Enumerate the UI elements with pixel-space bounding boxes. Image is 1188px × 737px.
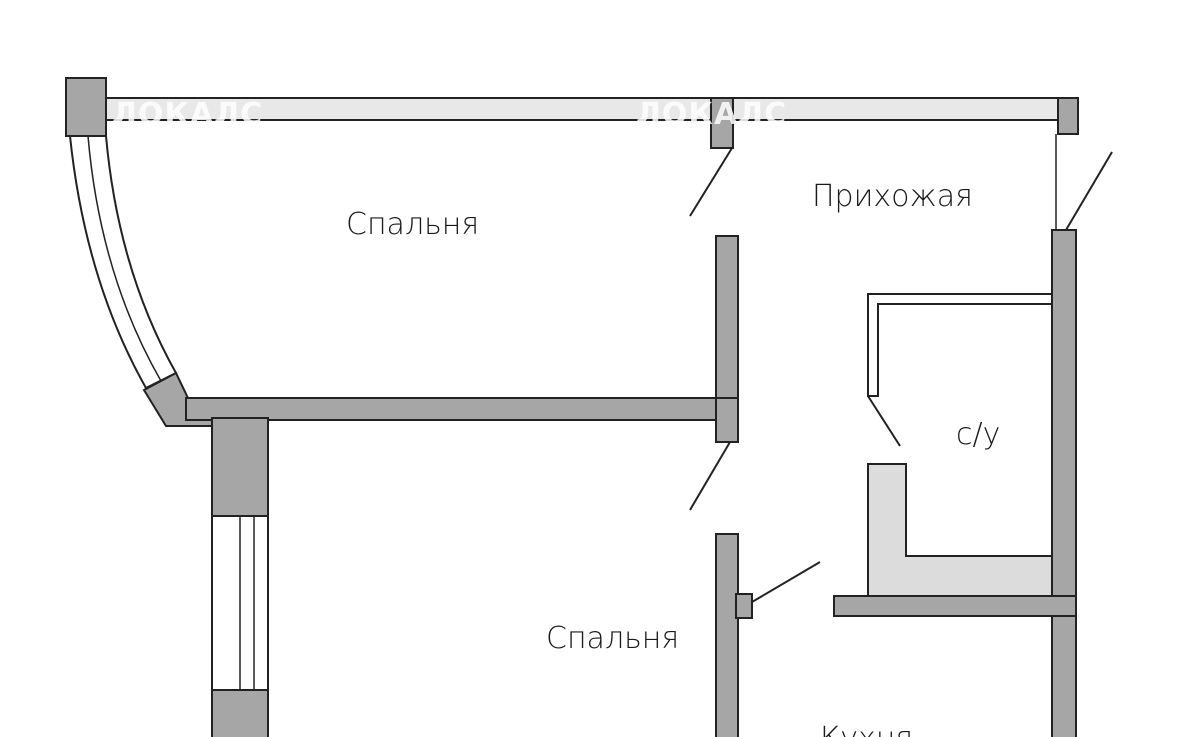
room-label-hallway: Прихожая (812, 179, 973, 214)
watermark: ЛОКАЛС (112, 97, 263, 132)
door-bedroom-bottom (689, 441, 731, 511)
pillar-top-right (1057, 97, 1079, 135)
wall-between-bedrooms (185, 397, 717, 421)
bathroom-partition-bottom (867, 463, 1053, 597)
wall-left-bottom (211, 689, 269, 737)
bathroom-partition-top (867, 293, 1053, 397)
room-label-bedroom-bottom: Спальня (546, 621, 679, 656)
wall-left-exterior (211, 417, 269, 519)
left-window (211, 515, 269, 691)
room-label-kitchen: Кухня (820, 721, 913, 737)
wall-junction (715, 397, 739, 443)
corner-pillar-top-left (65, 77, 107, 137)
wall-right-exterior (1051, 229, 1077, 737)
wall-bathroom-kitchen (833, 595, 1077, 617)
wall-stub (735, 593, 753, 619)
pillar-top-middle (710, 97, 734, 149)
room-label-bedroom-top: Спальня (346, 207, 479, 242)
door-kitchen (751, 561, 821, 603)
door-bedroom-top (689, 147, 733, 217)
bay-window (68, 135, 213, 427)
room-label-bathroom: с/у (956, 417, 1000, 452)
wall-central-lower (715, 533, 739, 737)
watermark: ЛОКАЛС (636, 97, 787, 132)
door-entrance (1065, 151, 1113, 231)
door-bathroom (867, 395, 901, 447)
